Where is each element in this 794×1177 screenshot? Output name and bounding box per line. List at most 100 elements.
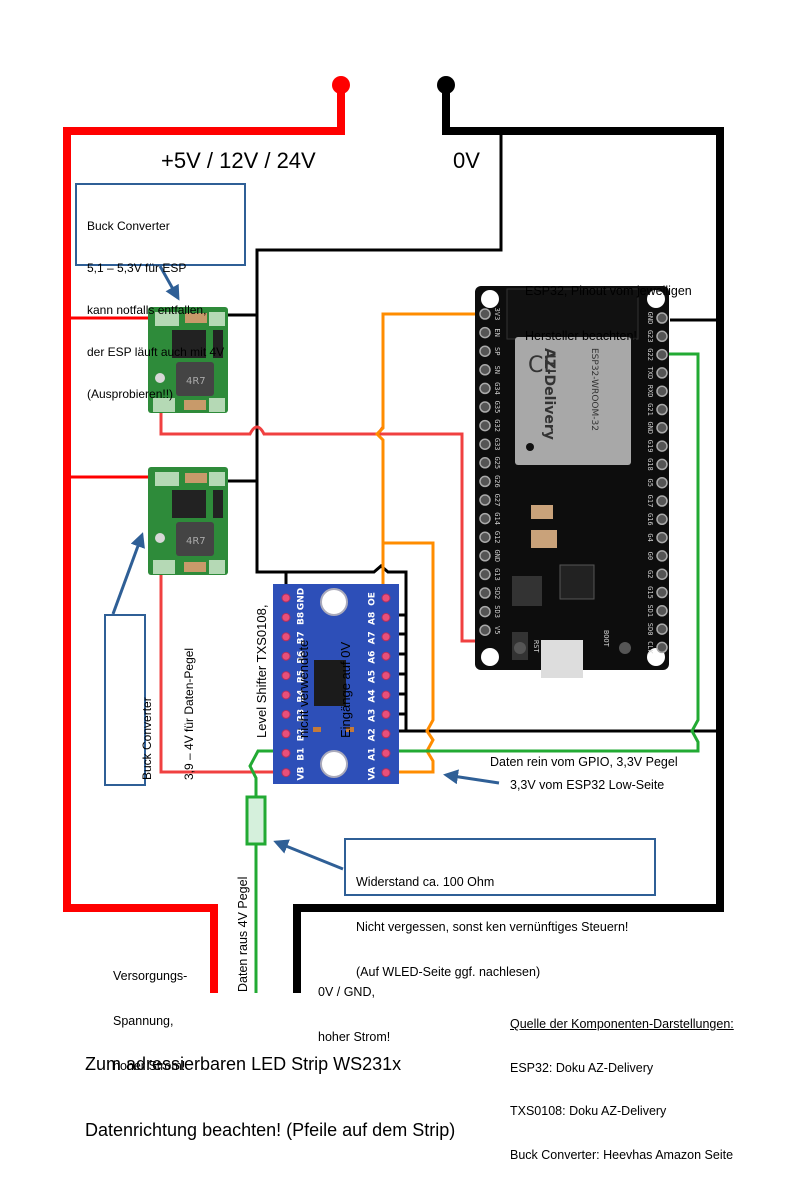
esp-pin-label: G25 (493, 456, 501, 469)
inductor-label: 4R7 (186, 536, 206, 547)
esp-pin-label: TXD (646, 367, 654, 380)
esp-pin-gnd (656, 422, 668, 434)
inductor-label: 4R7 (186, 376, 206, 387)
txs-pin-label: A4 (368, 689, 378, 702)
txs-pin-label: VB (297, 767, 307, 781)
esp-pin-label: GND (493, 549, 501, 562)
source-line: TXS0108: Doku AZ-Delivery (510, 1104, 667, 1118)
esp-pin-sd2 (479, 587, 491, 599)
arrow-to-va (443, 769, 500, 785)
led-strip-label: Zum adressierbaren LED Strip WS231x Date… (85, 1009, 455, 1163)
esp-pin-label: G17 (646, 495, 654, 508)
note-line: ESP32, Pinout vom jeweiligen (525, 284, 692, 298)
txs-pin-b8 (281, 612, 291, 622)
esp-pin-label: G16 (646, 513, 654, 526)
rst-button-label: RST (532, 640, 540, 653)
note-line: Versorgungs- (113, 969, 188, 983)
esp-pin-rxd (656, 385, 668, 397)
esp-pin-label: G34 (493, 382, 501, 395)
esp-pin-gnd (479, 550, 491, 562)
txs-pin-b3 (281, 709, 291, 719)
esp-pin-label: G14 (493, 512, 501, 525)
txs-pin-label: B7 (297, 631, 307, 644)
esp-pin-v5 (479, 624, 491, 636)
esp32-board: AZ-Delivery ESP32-WROOM-32 CE 3V3ENSPSNG… (475, 286, 669, 678)
wiring-diagram: 4R7 4R7 GNDB8B7B6B5B4B3B2B1VBOEA8A7A6A5A… (63, 76, 724, 993)
esp-pin-label: RXD (646, 385, 654, 398)
txs-pin-a8 (381, 612, 391, 622)
esp32-pinout-note: ESP32, Pinout vom jeweiligen Hersteller … (525, 254, 692, 359)
txs-pin-a2 (381, 729, 391, 739)
esp-pin-g15 (656, 586, 668, 599)
esp-pin-g4 (656, 531, 668, 544)
note-line: hoher Strom! (318, 1030, 391, 1044)
note-line: der ESP läuft auch mit 4V (87, 345, 225, 359)
esp-pin-sd0 (656, 623, 668, 635)
esp-pin-label: G35 (493, 401, 501, 414)
txs-pin-label: B3 (297, 709, 307, 722)
arrow-to-resistor (273, 839, 344, 871)
esp-pin-en (479, 326, 491, 339)
esp-pin-g18 (656, 458, 668, 471)
module-brand: AZ-Delivery (541, 348, 557, 440)
esp-pin-sd3 (479, 605, 491, 618)
txs-pin-a4 (381, 690, 391, 700)
note-line: Zum adressierbaren LED Strip WS231x (85, 1054, 402, 1074)
esp-pin-label: GND (646, 312, 654, 325)
txs-pin-a1 (381, 748, 391, 758)
buck-2-out-to-vb (159, 575, 288, 774)
gnd-out-label: 0V / GND, hoher Strom! (318, 955, 390, 1060)
esp-pin-label: G5 (646, 478, 654, 486)
esp-pin-label: CLK (646, 641, 654, 654)
txs-pin-b6 (281, 651, 291, 661)
esp-pin-g0 (656, 550, 668, 562)
esp-pin-label: EN (493, 328, 501, 336)
esp-pin-txd (656, 367, 668, 379)
source-line: Buck Converter: Heevhas Amazon Seite (510, 1147, 734, 1162)
esp-pin-label: SN (493, 366, 501, 374)
esp-pin-g33 (479, 438, 491, 450)
esp-pin-g17 (656, 495, 668, 507)
buck-converter-2: 4R7 (148, 467, 228, 575)
sources-block: Quelle der Komponenten-Darstellungen: ES… (510, 988, 734, 1177)
buck-converter-data-level-note: Buck Converter 3,9 – 4V für Daten-Pegel (104, 614, 196, 786)
arrow-to-buck-1 (158, 265, 180, 301)
module-name: ESP32-WROOM-32 (589, 348, 599, 431)
note-line: kann notfalls entfallen, (87, 303, 207, 317)
esp-3v3-to-oe (374, 312, 485, 598)
note-line: Spannung, (113, 1014, 174, 1028)
esp-pin-label: G27 (493, 494, 501, 507)
esp-pin-g21 (656, 403, 668, 416)
esp-pin-label: SD1 (646, 604, 654, 617)
esp-pin-3v3 (479, 308, 491, 320)
esp-pin-g26 (479, 475, 491, 488)
gpio-data-wire (390, 352, 700, 753)
note-line: (Ausprobieren!!) (87, 387, 174, 401)
note-line: Datenrichtung beachten! (Pfeile auf dem … (85, 1120, 456, 1140)
ground-wire (293, 85, 724, 993)
esp-pin-g5 (656, 476, 668, 489)
esp-3v3-to-va (383, 541, 435, 774)
txs-pin-label: B5 (297, 670, 307, 683)
txs-pin-label: OE (368, 592, 378, 606)
note-line: 5,1 – 5,3V für ESP (87, 261, 187, 275)
txs-pin-label: B8 (297, 612, 307, 625)
note-line: Widerstand ca. 100 Ohm (356, 875, 495, 889)
esp-pin-label: G12 (493, 531, 501, 544)
note-line: 3,9 – 4V für Daten-Pegel (182, 647, 196, 780)
note-line: Hersteller beachten! (525, 329, 637, 343)
resistor (245, 795, 267, 846)
esp-pin-g22 (656, 348, 668, 361)
esp-pin-label: G4 (646, 533, 654, 541)
esp-pin-gnd (656, 312, 668, 324)
txs-pin-label: A3 (368, 709, 378, 722)
note-line: Eingänge auf 0V (338, 641, 353, 738)
txs-pin-vb (281, 768, 291, 778)
txs-pin-b1 (281, 748, 291, 758)
esp-pin-label: G32 (493, 419, 501, 432)
supply-wire (63, 85, 345, 993)
esp-pin-g32 (479, 419, 491, 432)
txs-pin-b4 (281, 690, 291, 700)
txs-pin-label: B2 (297, 728, 307, 741)
buck-converter-1: 4R7 (148, 307, 228, 413)
